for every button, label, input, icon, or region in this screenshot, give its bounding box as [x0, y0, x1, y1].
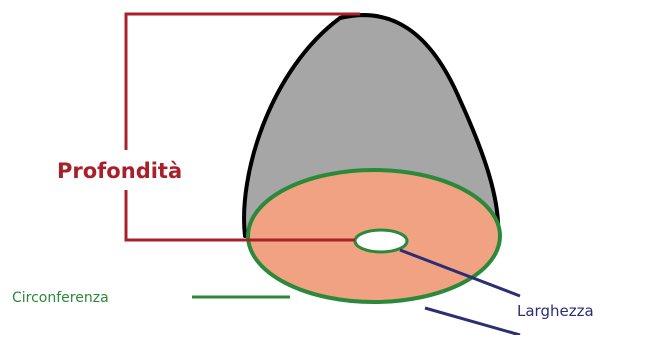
width-label: Larghezza: [517, 302, 594, 320]
center-hole: [355, 230, 407, 252]
circumference-label: Circonferenza: [12, 290, 109, 306]
depth-label: Profondità: [57, 159, 182, 183]
width-indicator-line-bottom: [425, 308, 520, 335]
